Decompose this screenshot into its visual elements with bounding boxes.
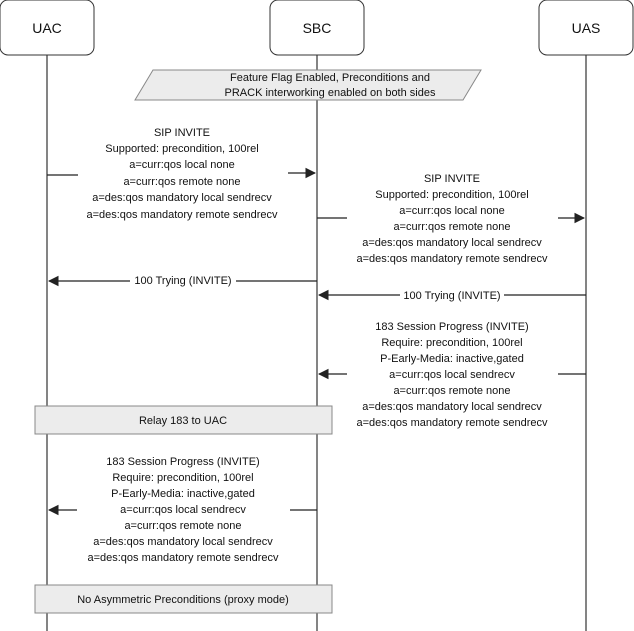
invite-uac-line-6: a=des:qos mandatory remote sendrecv bbox=[86, 209, 278, 221]
participant-uas-label: UAS bbox=[572, 20, 601, 36]
participant-sbc-label: SBC bbox=[303, 20, 332, 36]
proxy-mode-note: No Asymmetric Preconditions (proxy mode) bbox=[34, 584, 333, 614]
message-invite-uac-to-sbc: SIP INVITE Supported: precondition, 100r… bbox=[47, 127, 317, 221]
progress-uas-line-4: a=curr:qos local sendrecv bbox=[389, 369, 515, 381]
relay-note: Relay 183 to UAC bbox=[34, 405, 333, 435]
feature-flag-note-line-2: PRACK interworking enabled on both sides bbox=[225, 87, 436, 99]
trying-uas-sbc-label: 100 Trying (INVITE) bbox=[403, 290, 500, 302]
invite-sbc-line-5: a=des:qos mandatory local sendrecv bbox=[362, 237, 542, 249]
invite-uac-line-3: a=curr:qos local none bbox=[129, 159, 234, 171]
invite-sbc-line-1: SIP INVITE bbox=[424, 173, 480, 185]
progress-sbc-line-5: a=curr:qos remote none bbox=[124, 520, 241, 532]
progress-uas-line-7: a=des:qos mandatory remote sendrecv bbox=[356, 417, 548, 429]
invite-sbc-line-3: a=curr:qos local none bbox=[399, 205, 504, 217]
message-progress-sbc-to-uac: 183 Session Progress (INVITE) Require: p… bbox=[47, 456, 317, 564]
progress-uas-line-1: 183 Session Progress (INVITE) bbox=[375, 321, 528, 333]
invite-sbc-line-4: a=curr:qos remote none bbox=[393, 221, 510, 233]
progress-sbc-line-4: a=curr:qos local sendrecv bbox=[120, 504, 246, 516]
progress-uas-line-6: a=des:qos mandatory local sendrecv bbox=[362, 401, 542, 413]
participant-uac: UAC bbox=[0, 0, 95, 56]
proxy-mode-note-label: No Asymmetric Preconditions (proxy mode) bbox=[77, 594, 289, 606]
message-progress-uas-to-sbc: 183 Session Progress (INVITE) Require: p… bbox=[317, 321, 586, 429]
feature-flag-note: Feature Flag Enabled, Preconditions and … bbox=[134, 69, 482, 101]
invite-uac-line-1: SIP INVITE bbox=[154, 127, 210, 139]
feature-flag-note-line-1: Feature Flag Enabled, Preconditions and bbox=[230, 72, 430, 84]
participant-uac-label: UAC bbox=[32, 20, 62, 36]
invite-sbc-line-2: Supported: precondition, 100rel bbox=[375, 189, 529, 201]
relay-note-label: Relay 183 to UAC bbox=[139, 415, 227, 427]
participant-uas: UAS bbox=[538, 0, 634, 56]
progress-uas-line-3: P-Early-Media: inactive,gated bbox=[380, 353, 524, 365]
invite-sbc-line-6: a=des:qos mandatory remote sendrecv bbox=[356, 253, 548, 265]
participant-sbc: SBC bbox=[269, 0, 365, 56]
progress-sbc-line-6: a=des:qos mandatory local sendrecv bbox=[93, 536, 273, 548]
progress-uas-line-5: a=curr:qos remote none bbox=[393, 385, 510, 397]
progress-sbc-line-2: Require: precondition, 100rel bbox=[112, 472, 253, 484]
progress-sbc-line-1: 183 Session Progress (INVITE) bbox=[106, 456, 259, 468]
progress-uas-line-2: Require: precondition, 100rel bbox=[381, 337, 522, 349]
progress-sbc-line-3: P-Early-Media: inactive,gated bbox=[111, 488, 255, 500]
invite-uac-line-2: Supported: precondition, 100rel bbox=[105, 143, 259, 155]
message-trying-sbc-to-uac: 100 Trying (INVITE) bbox=[47, 275, 317, 287]
invite-uac-line-4: a=curr:qos remote none bbox=[123, 176, 240, 188]
trying-sbc-uac-label: 100 Trying (INVITE) bbox=[134, 275, 231, 287]
message-trying-uas-to-sbc: 100 Trying (INVITE) bbox=[317, 289, 586, 302]
invite-uac-line-5: a=des:qos mandatory local sendrecv bbox=[92, 192, 272, 204]
message-invite-sbc-to-uas: SIP INVITE Supported: precondition, 100r… bbox=[317, 173, 586, 265]
progress-sbc-line-7: a=des:qos mandatory remote sendrecv bbox=[87, 552, 279, 564]
